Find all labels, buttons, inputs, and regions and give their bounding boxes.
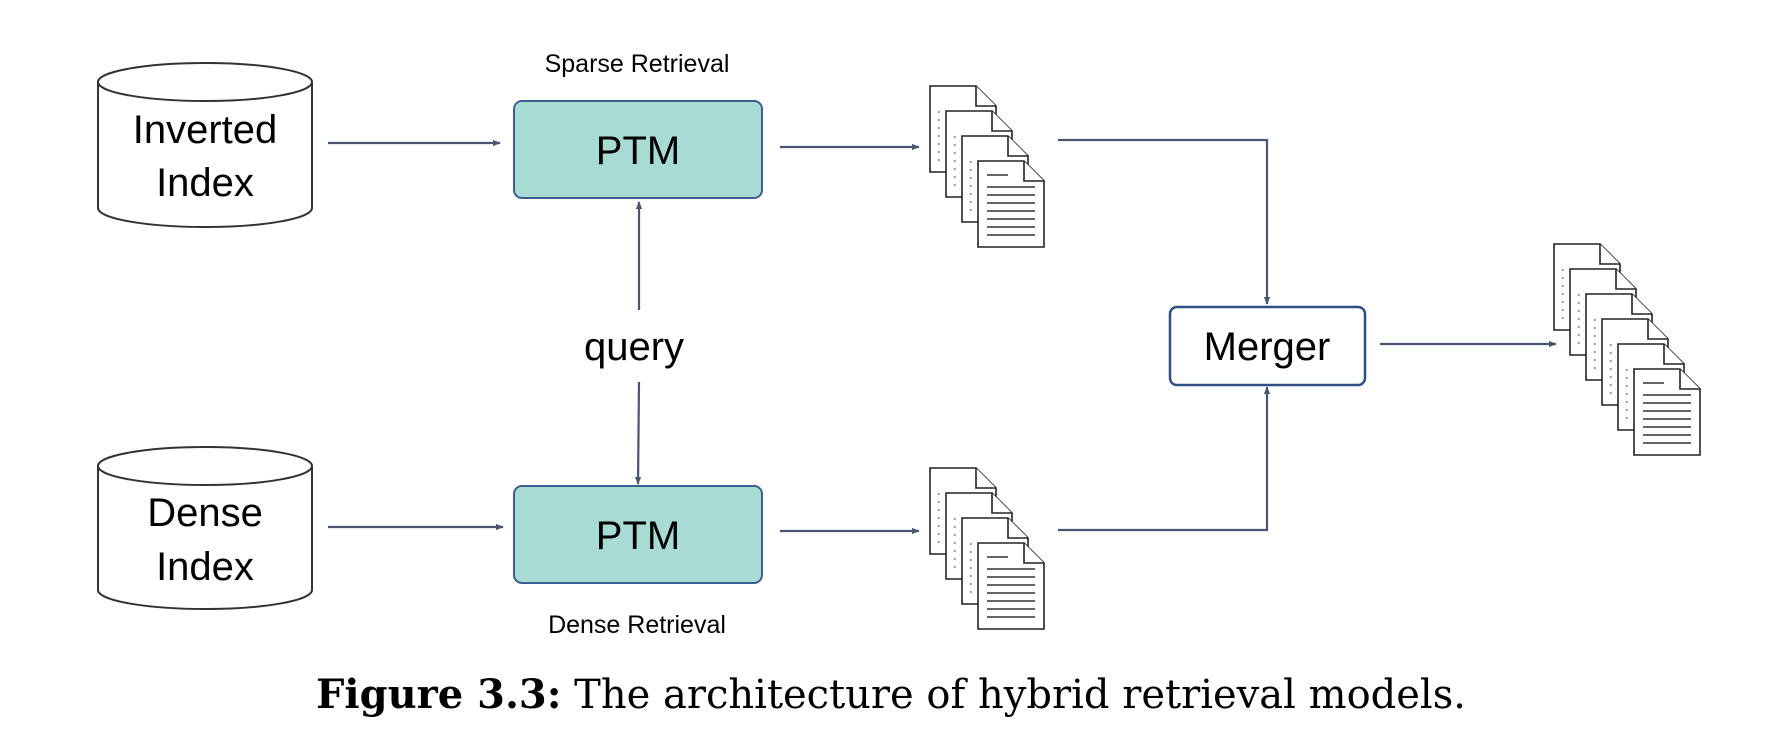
figure-caption-text: The architecture of hybrid retrieval mod… xyxy=(561,672,1466,718)
merged-results-document-stack xyxy=(1553,243,1701,456)
document-icon xyxy=(977,542,1045,630)
merger-label: Merger xyxy=(1204,325,1331,369)
dense-index-cylinder: Dense Index xyxy=(97,446,313,610)
query-label: query xyxy=(584,325,684,369)
document-icon xyxy=(977,160,1045,248)
document-icon xyxy=(1633,368,1701,456)
dense-index-label-line2: Index xyxy=(156,545,254,589)
figure-caption: Figure 3.3: The architecture of hybrid r… xyxy=(316,671,1466,718)
ptm-sparse-box: PTM xyxy=(513,100,763,199)
arrow-dense-docs-to-merger xyxy=(1058,386,1271,532)
inverted-index-label-line2: Index xyxy=(156,161,254,205)
sparse-retrieval-label: Sparse Retrieval xyxy=(545,50,730,78)
arrow-sparse-docs-to-merger xyxy=(1058,138,1271,305)
inverted-index-label-line1: Inverted xyxy=(133,108,278,152)
arrows xyxy=(328,138,1557,535)
merger-box: Merger xyxy=(1168,305,1367,387)
dense-results-document-stack xyxy=(929,467,1045,630)
dense-index-label-line1: Dense xyxy=(147,491,263,535)
ptm-dense-label: PTM xyxy=(596,514,680,558)
sparse-results-document-stack xyxy=(929,85,1045,248)
ptm-sparse-label: PTM xyxy=(596,129,680,173)
ptm-dense-box: PTM xyxy=(513,485,763,584)
inverted-index-cylinder: Inverted Index xyxy=(97,62,313,228)
arrow-query-to-dense-ptm xyxy=(634,381,642,485)
figure-caption-prefix: Figure 3.3: xyxy=(316,671,561,718)
dense-retrieval-label: Dense Retrieval xyxy=(548,611,726,639)
